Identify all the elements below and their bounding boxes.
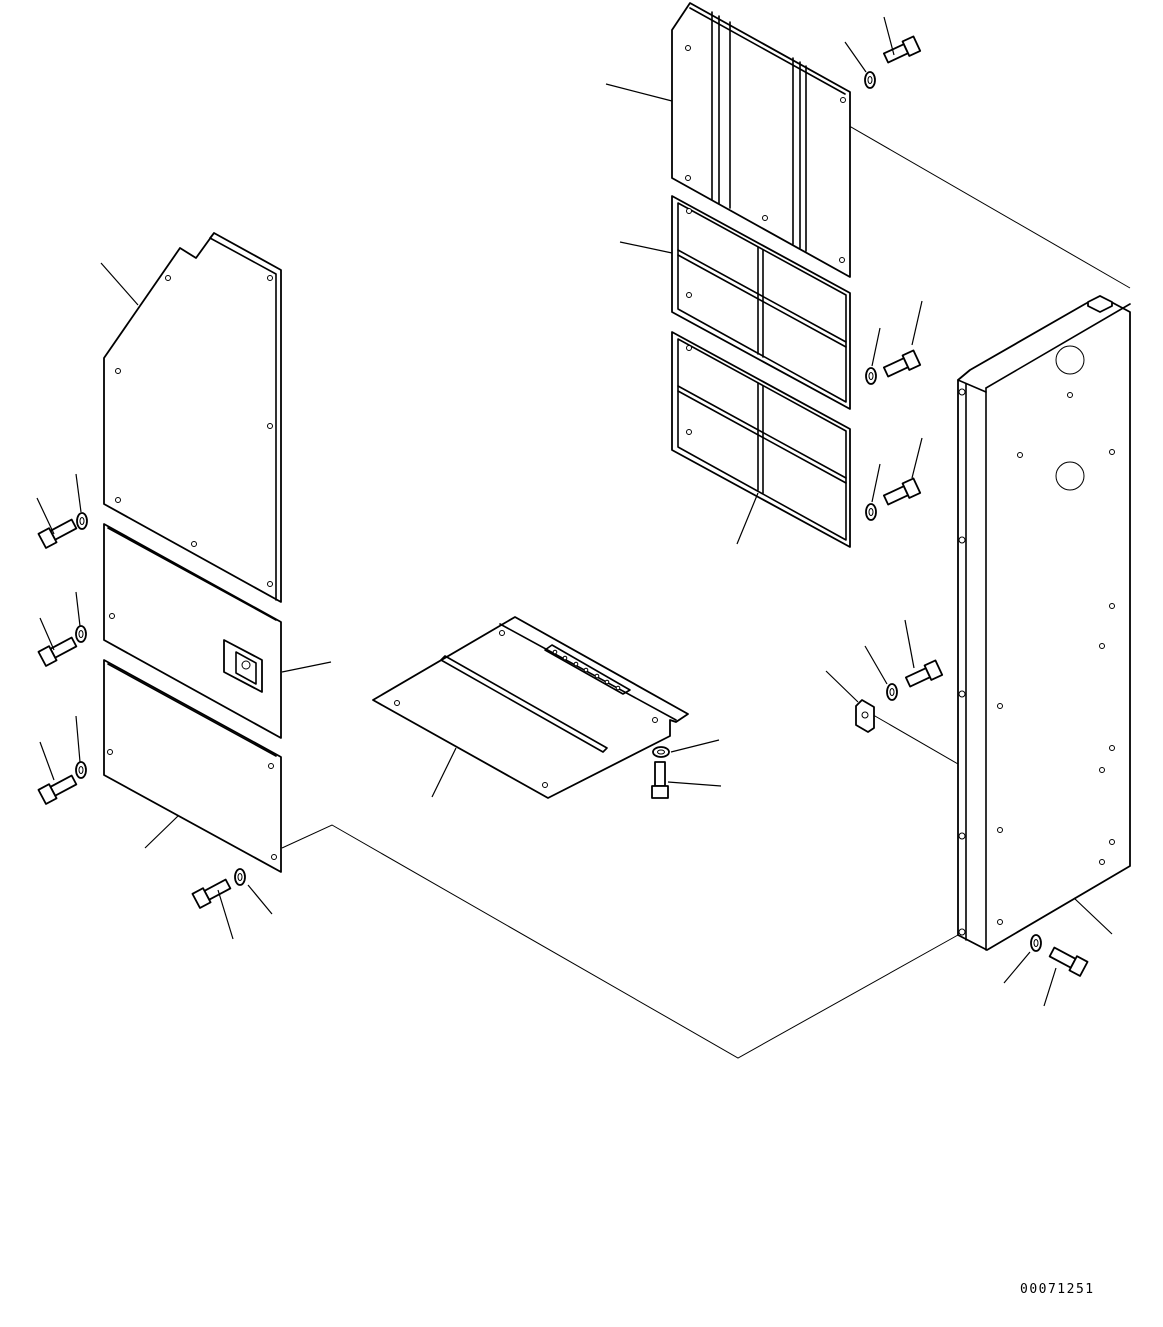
bolts [37,35,1089,977]
drawing-number: 00071251 [1020,1282,1095,1297]
bolt [1048,946,1089,977]
bolt [882,349,922,378]
right-side-frame [957,295,1131,951]
lower-grid-cover [671,331,851,548]
bolt [37,518,78,549]
left-upper-cover-panel [103,232,282,603]
bolt [651,761,669,799]
washers [75,71,1042,952]
bolt [191,878,232,909]
bolt [882,35,922,64]
left-lower-cover-panel [103,659,282,873]
upper-cover-plate [671,2,851,278]
phantom-lines [281,111,1131,1059]
bottom-floor-plate [372,616,689,799]
bolt [904,659,944,688]
bolt [37,774,78,805]
bolt [882,477,922,506]
bracket [855,699,875,733]
left-middle-cover-panel [103,523,282,739]
leader-lines [36,16,1113,1007]
bolt [37,636,78,667]
middle-grid-cover [671,195,851,410]
